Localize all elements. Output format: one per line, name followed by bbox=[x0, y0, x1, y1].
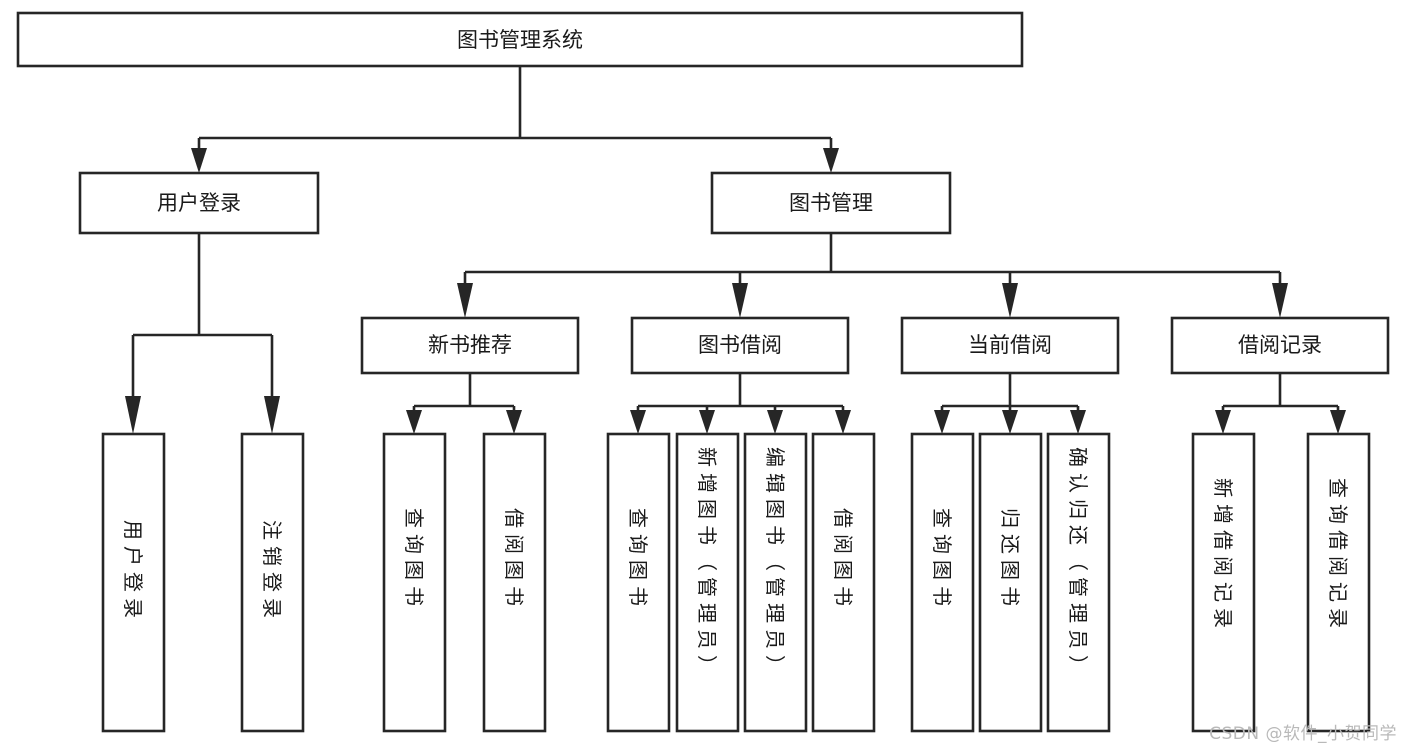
csdn-watermark: CSDN @软件_小贺同学 bbox=[1209, 724, 1397, 744]
leaf-query-book-3-label: 查询图书 bbox=[930, 508, 954, 612]
arrow-to-leaf-borrow-book-2 bbox=[835, 410, 851, 434]
leaf-return-book[interactable]: 归还图书 bbox=[978, 432, 1043, 733]
leaf-return-book-box[interactable] bbox=[978, 432, 1043, 733]
arrow-to-leaf-query-book-1 bbox=[406, 410, 422, 434]
leaf-borrow-book-1-label: 借阅图书 bbox=[502, 508, 526, 612]
leaf-borrow-book-2-label: 借阅图书 bbox=[831, 508, 855, 612]
arrow-to-current-borrow bbox=[1002, 283, 1018, 318]
leaf-borrow-book-2-box[interactable] bbox=[811, 432, 876, 733]
node-current-borrow-label: 当前借阅 bbox=[968, 333, 1052, 357]
node-book-management-box[interactable] bbox=[710, 171, 952, 235]
node-book-management-label: 图书管理 bbox=[789, 191, 873, 215]
leaf-edit-book-label: 编辑图书（管理员） bbox=[763, 447, 787, 681]
leaf-borrow-book-1[interactable]: 借阅图书 bbox=[482, 432, 547, 733]
leaf-add-book[interactable]: 新增图书（管理员） bbox=[675, 432, 740, 733]
leaf-logout-login-label: 注销登录 bbox=[260, 520, 284, 624]
leaf-query-record-box[interactable] bbox=[1306, 432, 1371, 733]
arrow-to-leaf-query-book-3 bbox=[934, 410, 950, 434]
leaf-user-login-label: 用户登录 bbox=[121, 520, 145, 624]
leaf-query-book-2-box[interactable] bbox=[606, 432, 671, 733]
arrow-to-leaf-edit-book bbox=[767, 410, 783, 434]
node-new-book-recommend-box[interactable] bbox=[360, 316, 580, 375]
arrow-to-new-book-recommend bbox=[457, 283, 473, 318]
node-user-login-label: 用户登录 bbox=[157, 191, 241, 215]
node-user-login-box[interactable] bbox=[78, 171, 320, 235]
node-book-borrow[interactable]: 图书借阅 bbox=[630, 316, 850, 375]
node-root-box[interactable] bbox=[16, 11, 1024, 68]
node-current-borrow[interactable]: 当前借阅 bbox=[900, 316, 1120, 375]
leaf-add-book-label: 新增图书（管理员） bbox=[695, 447, 719, 681]
connector-layer bbox=[125, 66, 1346, 434]
arrow-to-leaf-add-book bbox=[699, 410, 715, 434]
leaf-query-record-label: 查询借阅记录 bbox=[1326, 478, 1350, 634]
arrow-to-leaf-query-record bbox=[1330, 410, 1346, 434]
node-current-borrow-box[interactable] bbox=[900, 316, 1120, 375]
leaf-confirm-return-label: 确认归还（管理员） bbox=[1066, 447, 1090, 681]
leaf-user-login[interactable]: 用户登录 bbox=[101, 432, 166, 733]
node-root-label: 图书管理系统 bbox=[457, 28, 583, 52]
leaf-return-book-label: 归还图书 bbox=[998, 508, 1022, 612]
leaf-query-book-1[interactable]: 查询图书 bbox=[382, 432, 447, 733]
arrow-to-leaf-borrow-book-1 bbox=[506, 410, 522, 434]
leaf-query-book-1-label: 查询图书 bbox=[402, 508, 426, 612]
leaf-query-book-3-box[interactable] bbox=[910, 432, 975, 733]
node-user-login[interactable]: 用户登录 bbox=[78, 171, 320, 235]
arrow-to-leaf-confirm-return bbox=[1070, 410, 1086, 434]
leaf-add-record[interactable]: 新增借阅记录 bbox=[1191, 432, 1256, 733]
arrow-to-user-login bbox=[191, 148, 207, 173]
leaf-logout-login[interactable]: 注销登录 bbox=[240, 432, 305, 733]
node-borrow-record-label: 借阅记录 bbox=[1238, 333, 1322, 357]
node-new-book-recommend-label: 新书推荐 bbox=[428, 333, 512, 357]
leaf-query-book-1-box[interactable] bbox=[382, 432, 447, 733]
leaf-add-record-label: 新增借阅记录 bbox=[1211, 478, 1235, 634]
arrow-to-leaf-add-record bbox=[1215, 410, 1231, 434]
leaf-add-book-box[interactable] bbox=[675, 432, 740, 733]
node-new-book-recommend[interactable]: 新书推荐 bbox=[360, 316, 580, 375]
leaf-borrow-book-1-box[interactable] bbox=[482, 432, 547, 733]
leaf-borrow-book-2[interactable]: 借阅图书 bbox=[811, 432, 876, 733]
node-borrow-record[interactable]: 借阅记录 bbox=[1170, 316, 1390, 375]
node-book-borrow-label: 图书借阅 bbox=[698, 333, 782, 357]
arrow-to-leaf-return-book bbox=[1002, 410, 1018, 434]
arrow-to-leaf-query-book-2 bbox=[630, 410, 646, 434]
leaf-confirm-return[interactable]: 确认归还（管理员） bbox=[1046, 432, 1111, 733]
arrow-to-borrow-record bbox=[1272, 283, 1288, 318]
leaf-user-login-box[interactable] bbox=[101, 432, 166, 733]
arrow-to-leaf-logout-login bbox=[264, 396, 280, 434]
node-book-borrow-box[interactable] bbox=[630, 316, 850, 375]
leaf-query-book-2-label: 查询图书 bbox=[626, 508, 650, 612]
leaf-query-record[interactable]: 查询借阅记录 bbox=[1306, 432, 1371, 733]
leaf-edit-book[interactable]: 编辑图书（管理员） bbox=[743, 432, 808, 733]
leaf-query-book-2[interactable]: 查询图书 bbox=[606, 432, 671, 733]
leaf-add-record-box[interactable] bbox=[1191, 432, 1256, 733]
node-root[interactable]: 图书管理系统 bbox=[16, 11, 1024, 68]
leaf-logout-login-box[interactable] bbox=[240, 432, 305, 733]
node-book-management[interactable]: 图书管理 bbox=[710, 171, 952, 235]
leaf-confirm-return-box[interactable] bbox=[1046, 432, 1111, 733]
node-borrow-record-box[interactable] bbox=[1170, 316, 1390, 375]
arrow-to-book-management bbox=[823, 148, 839, 173]
leaf-query-book-3[interactable]: 查询图书 bbox=[910, 432, 975, 733]
arrow-to-book-borrow bbox=[732, 283, 748, 318]
arrow-to-leaf-user-login bbox=[125, 396, 141, 434]
leaf-edit-book-box[interactable] bbox=[743, 432, 808, 733]
